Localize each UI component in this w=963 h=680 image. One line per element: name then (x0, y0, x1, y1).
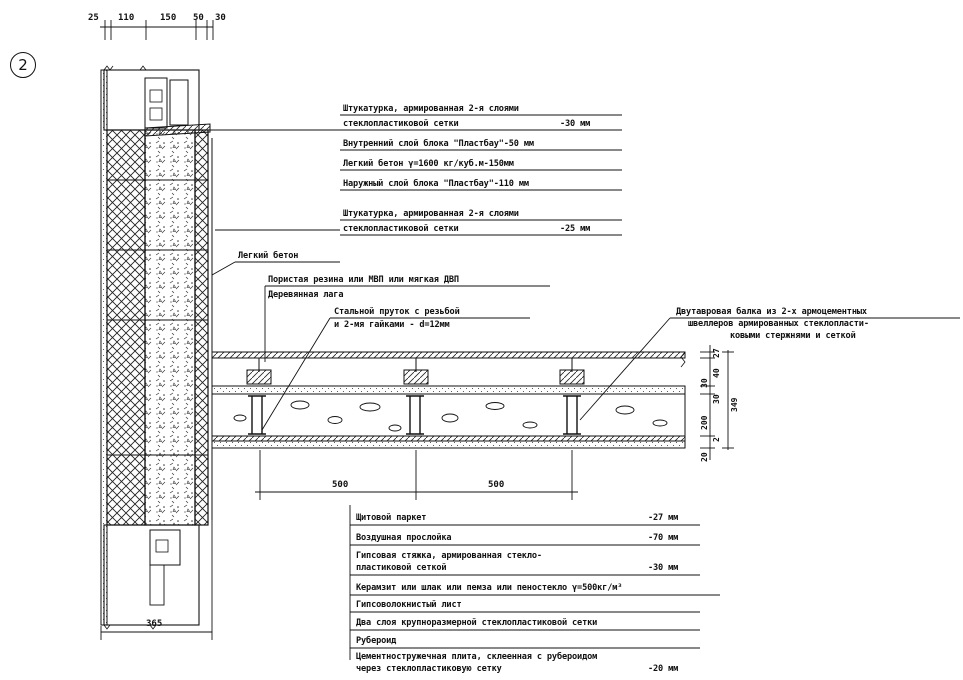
right-dim-27: 27 (712, 348, 721, 358)
span-dim-2: 500 (488, 480, 505, 490)
top-dim-30: 30 (215, 13, 226, 23)
right-dim-200: 200 (700, 415, 709, 430)
floor-layer-5: Гипсоволокнистый лист (356, 600, 462, 610)
floor-layer-3-cont: пластиковой сеткой (356, 563, 447, 573)
top-dim-25: 25 (88, 13, 99, 23)
wall-layer-1-value: -30 мм (560, 119, 591, 129)
top-dim-110: 110 (118, 13, 135, 23)
wall-layer-5-cont: стеклопластиковой сетки (343, 224, 459, 234)
floor-layer-3-value: -30 мм (648, 563, 679, 573)
wall (100, 65, 213, 630)
right-dim-2: 2 (712, 437, 721, 442)
label-light-concrete: Легкий бетон (238, 251, 299, 261)
floor-layer-2-value: -70 мм (648, 533, 679, 543)
floor-layer-3: Гипсовая стяжка, армированная стекло- (356, 551, 542, 561)
right-dim-40: 40 (712, 368, 721, 378)
label-rod-1: Стальной пруток с резьбой (334, 307, 460, 317)
top-dim-50: 50 (193, 13, 204, 23)
floor-layer-8-value: -20 мм (648, 664, 679, 674)
label-beam-3: ковыми стержнями и сеткой (730, 331, 856, 341)
floor-layer-8-cont: через стеклопластиковую сетку (356, 664, 502, 674)
wall-layer-2: Внутренний слой блока "Пластбау"-50 мм (343, 139, 534, 149)
detail-number: 2 (10, 52, 36, 78)
label-rubber: Пористая резина или МВП или мягкая ДВП (268, 275, 459, 285)
floor-layer-7: Рубероид (356, 636, 397, 646)
floor-layer-8: Цементностружечная плита, склеенная с ру… (356, 652, 598, 662)
floor-layer-6: Два слоя крупноразмерной стеклопластиков… (356, 618, 598, 628)
label-lag: Деревянная лага (268, 290, 344, 300)
label-beam-2: швеллеров армированных стеклопласти- (688, 319, 869, 329)
right-dim-30b: 30 (712, 394, 721, 404)
dimension-lines (100, 20, 734, 640)
right-dim-20: 20 (700, 452, 709, 462)
floor-slab (211, 351, 686, 449)
wall-layer-5: Штукатурка, армированная 2-я слоями (343, 209, 519, 219)
label-beam-1: Двутавровая балка из 2-х армоцементных (676, 307, 867, 317)
top-dim-150: 150 (160, 13, 177, 23)
right-dim-349: 349 (730, 397, 739, 412)
floor-layer-2: Воздушная прослойка (356, 533, 452, 543)
floor-layer-1-value: -27 мм (648, 513, 679, 523)
wall-layer-4: Наружный слой блока "Пластбау"-110 мм (343, 179, 529, 189)
label-rod-2: и 2-мя гайками - d=12мм (334, 320, 450, 330)
leader-lines (190, 114, 960, 660)
wall-layer-3: Легкий бетон γ=1600 кг/куб.м-150мм (343, 159, 514, 169)
span-dim-1: 500 (332, 480, 349, 490)
right-dim-30a: 30 (700, 378, 709, 388)
wall-layer-5-value: -25 мм (560, 224, 591, 234)
wall-layer-1-cont: стеклопластиковой сетки (343, 119, 459, 129)
floor-layer-4: Керамзит или шлак или пемза или пеностек… (356, 583, 623, 593)
floor-layer-1: Щитовой паркет (356, 513, 427, 523)
wall-width-dim: 365 (146, 619, 163, 629)
wall-layer-1: Штукатурка, армированная 2-я слоями (343, 104, 519, 114)
